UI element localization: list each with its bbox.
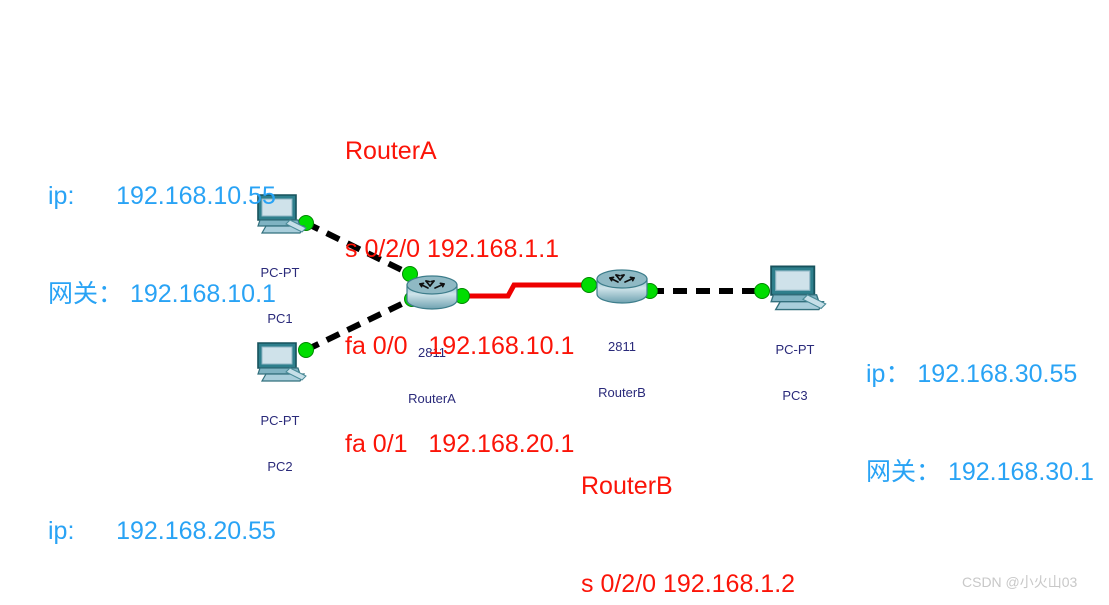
pc3-ip-line: ip： 192.168.30.55 [866,360,1078,388]
router-icon[interactable] [404,274,460,314]
routera-fa01: fa 0/1 192.168.20.1 [345,429,575,458]
device-label: PC2 [267,458,293,474]
device-caption: PC-PT PC2 [261,382,300,505]
device-model: 2811 [608,338,636,354]
link-pc1-routera [304,220,412,277]
device-router-a[interactable]: 2811 RouterA [404,274,460,406]
pc-icon[interactable] [250,192,308,236]
device-model: PC-PT [260,264,300,280]
routerb-title: RouterB [581,472,673,500]
device-pc1[interactable]: PC-PT PC1 [250,192,310,326]
pc3-gateway-line: 网关： 192.168.30.1 [866,457,1094,486]
pc1-ip-annotation: ip: 192.168.10.55 网关： 192.168.10.1 [48,115,276,375]
pc1-ip-line: ip: 192.168.10.55 [48,182,276,210]
routera-config-annotation: RouterA s 0/2/0 192.168.1.1 fa 0/0 192.1… [345,70,574,525]
device-pc2[interactable]: PC-PT PC2 [250,340,310,474]
pc-icon[interactable] [250,340,308,384]
status-dot-pc2 [298,342,314,358]
device-caption: 2811 RouterB [598,308,646,431]
device-model: PC-PT [260,412,300,428]
device-pc3[interactable]: PC-PT PC3 [762,263,828,403]
pc1-gateway-line: 网关： 192.168.10.1 [48,279,276,308]
routerb-serial: s 0/2/0 192.168.1.2 [581,569,796,598]
csdn-watermark: CSDN @小火山03 [962,574,1078,590]
device-caption: PC-PT PC1 [261,234,300,357]
routera-serial: s 0/2/0 192.168.1.1 [345,234,560,263]
pc2-ip-annotation: ip: 192.168.20.55 网关： 192.168.20.1 [48,450,276,605]
device-label: RouterB [598,384,646,400]
device-label: RouterA [408,390,456,406]
pc3-ip-annotation: ip： 192.168.30.55 网关： 192.168.30.1 [866,293,1094,553]
routera-title: RouterA [345,137,437,165]
link-routera-routerb [462,282,589,299]
routerb-config-annotation: RouterB s 0/2/0 192.168.1.2 fa 0/0 192.1… [581,405,810,605]
device-model: PC-PT [775,341,815,357]
link-pc2-routera [304,296,414,353]
device-router-b[interactable]: 2811 RouterB [594,268,650,400]
device-caption: 2811 RouterA [408,314,456,437]
status-dot-pc3 [754,283,770,299]
routera-fa00: fa 0/0 192.168.10.1 [345,332,575,360]
device-model: 2811 [418,344,446,360]
device-label: PC3 [782,387,808,403]
device-label: PC1 [267,310,293,326]
device-caption: PC-PT PC3 [776,311,815,434]
router-icon[interactable] [594,268,650,308]
pc-icon[interactable] [762,263,828,313]
pc2-ip-line: ip: 192.168.20.55 [48,517,276,545]
